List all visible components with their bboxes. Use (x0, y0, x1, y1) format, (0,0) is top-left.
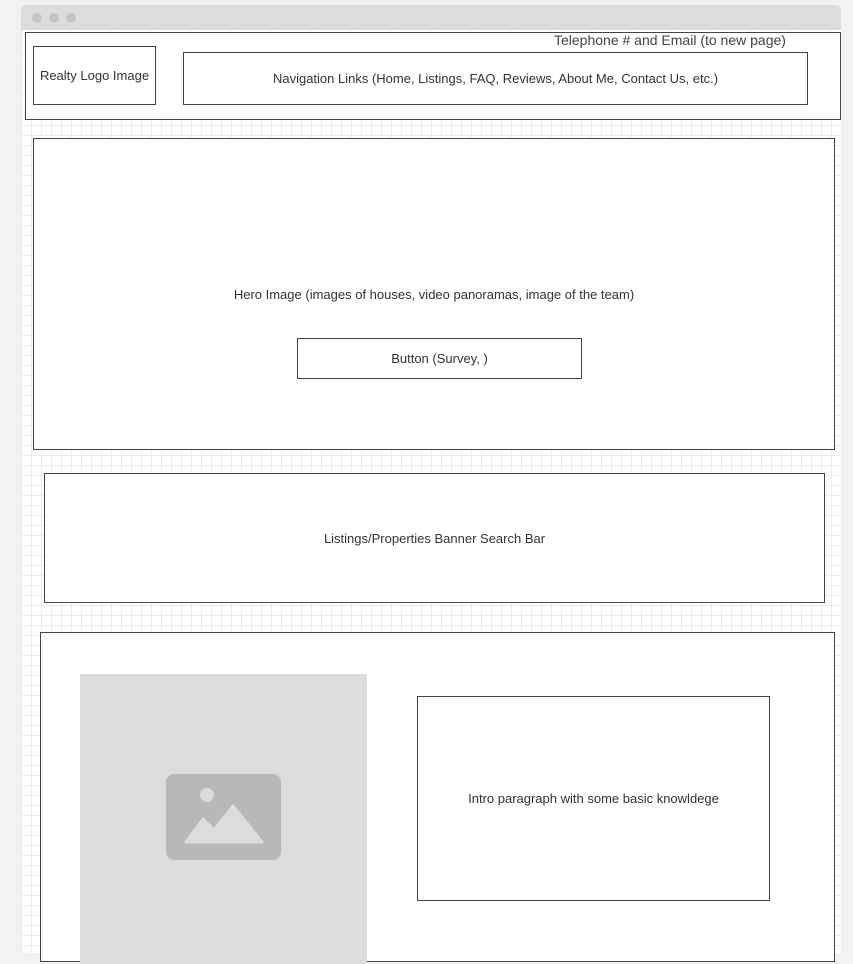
window-close-dot[interactable] (32, 13, 42, 23)
hero-survey-button[interactable]: Button (Survey, ) (297, 338, 582, 379)
window-maximize-dot[interactable] (66, 13, 76, 23)
intro-paragraph-box: Intro paragraph with some basic knowldeg… (417, 696, 770, 901)
navigation-links-label: Navigation Links (Home, Listings, FAQ, R… (272, 71, 719, 86)
image-placeholder-icon (166, 774, 281, 860)
hero-button-label: Button (Survey, ) (391, 351, 488, 366)
intro-image-placeholder (80, 674, 367, 964)
logo-box[interactable]: Realty Logo Image (33, 46, 156, 105)
contact-link[interactable]: Telephone # and Email (to new page) (554, 32, 786, 48)
logo-label: Realty Logo Image (39, 68, 150, 83)
window-minimize-dot[interactable] (49, 13, 59, 23)
hero-label: Hero Image (images of houses, video pano… (233, 287, 635, 302)
search-banner-label: Listings/Properties Banner Search Bar (323, 530, 546, 546)
navigation-links-box[interactable]: Navigation Links (Home, Listings, FAQ, R… (183, 52, 808, 105)
intro-paragraph-label: Intro paragraph with some basic knowldeg… (468, 791, 719, 806)
window-titlebar (21, 5, 841, 30)
listings-search-banner[interactable]: Listings/Properties Banner Search Bar (44, 473, 825, 603)
hero-image-box (33, 138, 835, 450)
